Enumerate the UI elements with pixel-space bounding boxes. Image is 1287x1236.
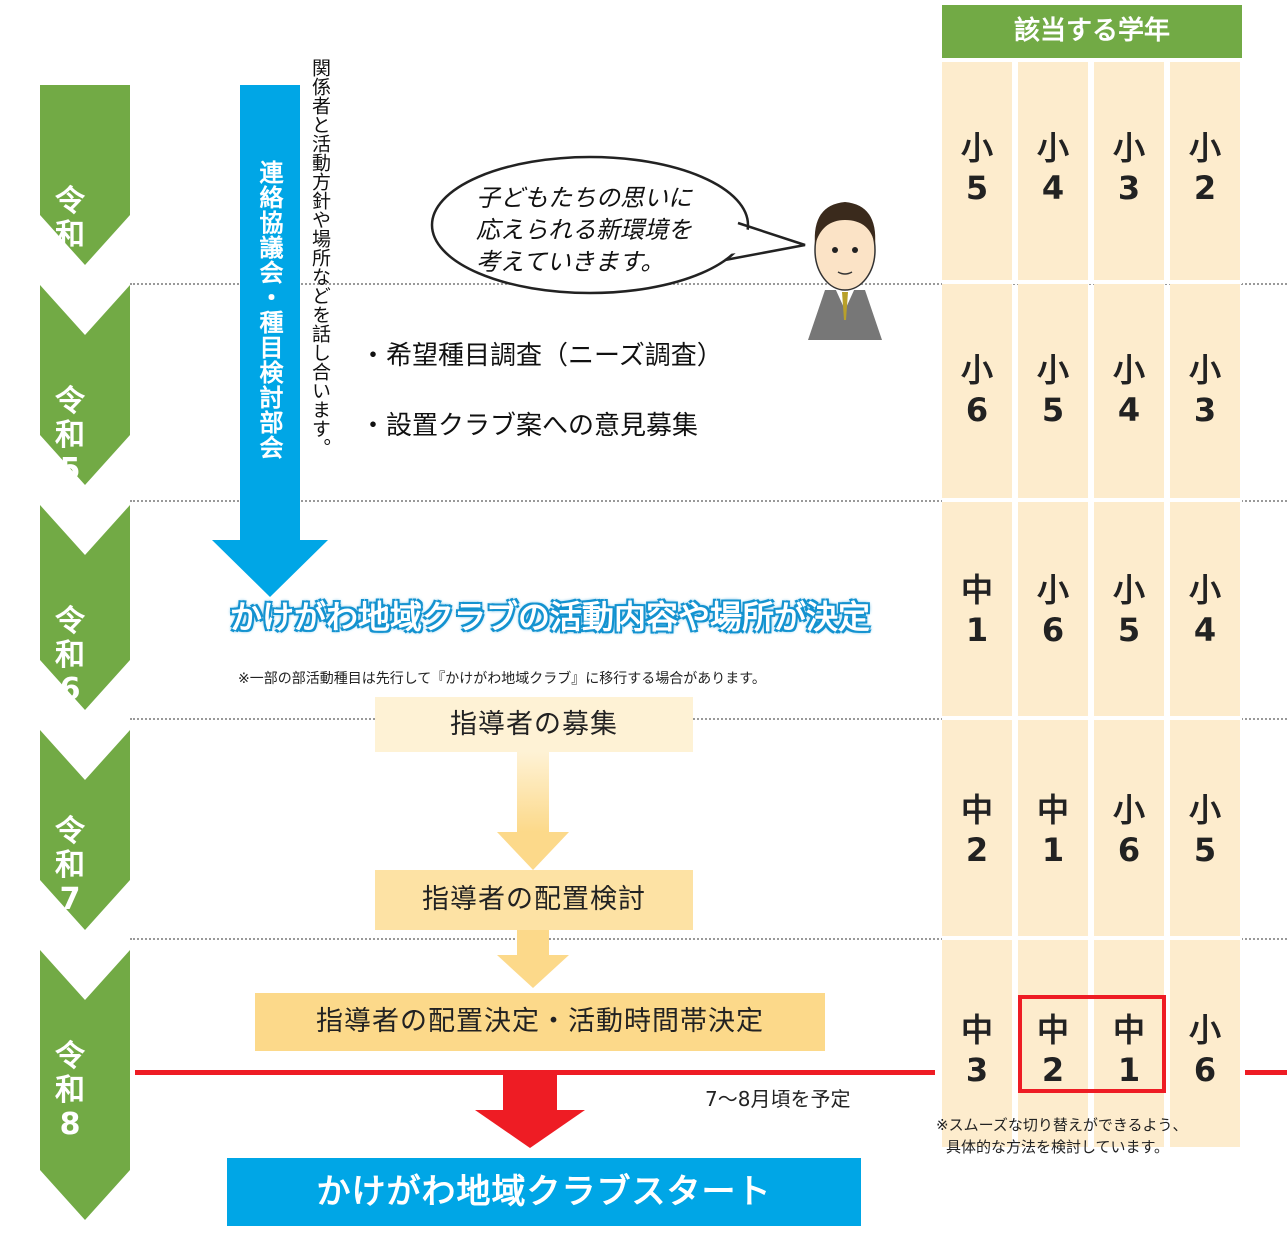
bullet-needs-survey: ・希望種目調査（ニーズ調査） xyxy=(360,341,723,371)
start-line-right xyxy=(1245,1070,1287,1075)
grid-row-divider xyxy=(942,716,1242,720)
speech-text: 子どもたちの思いに 応えられる新環境を 考えていきます。 xyxy=(476,184,692,276)
grade-cell: 中 1 xyxy=(1112,1011,1145,1089)
grade-cell: 中 1 xyxy=(1036,791,1069,869)
grade-note-line1: ※スムーズな切り替えができるよう、 xyxy=(936,1116,1188,1134)
grade-cell: 小 6 xyxy=(1112,791,1145,869)
step-placement-decision: 指導者の配置決定・活動時間帯決定 xyxy=(255,993,825,1051)
year-divider xyxy=(130,718,1287,720)
schedule-note: 7〜8月頃を予定 xyxy=(705,1087,851,1111)
grade-cell: 小 3 xyxy=(1112,129,1145,207)
grade-cell: 小 4 xyxy=(1188,571,1221,649)
council-label: 連絡協議会・種目検討部会 xyxy=(255,160,283,460)
year-divider xyxy=(130,938,1287,940)
grade-cell: 小 6 xyxy=(960,351,993,429)
step-recruit: 指導者の募集 xyxy=(375,697,693,752)
year-label-r6: 令 和 6 xyxy=(55,604,85,707)
red-down-arrow xyxy=(475,1072,585,1148)
year-label-r8: 令 和 8 xyxy=(55,1039,85,1142)
grade-column xyxy=(1018,62,1088,1147)
grade-cell: 小 5 xyxy=(1036,351,1069,429)
year-divider xyxy=(130,283,1287,285)
grade-cell: 中 2 xyxy=(1036,1011,1069,1089)
bullet-opinion-recruit: ・設置クラブ案への意見募集 xyxy=(360,411,699,441)
grid-row-divider xyxy=(942,498,1242,502)
decision-title: かけがわ地域クラブの活動内容や場所が決定 xyxy=(230,598,871,636)
year-label-r4: 令 和 4 xyxy=(55,184,85,287)
grade-cell: 小 6 xyxy=(1188,1011,1221,1089)
grade-note-line2: 具体的な方法を検討しています。 xyxy=(946,1138,1170,1156)
step-placement-review: 指導者の配置検討 xyxy=(375,870,693,930)
council-arrow xyxy=(212,85,328,597)
step-arrow xyxy=(497,752,569,870)
year-divider xyxy=(130,500,1287,502)
year-label-r7: 令 和 7 xyxy=(55,814,85,917)
teacher-illustration xyxy=(808,202,882,340)
partial-transition-note: ※一部の部活動種目は先行して『かけがわ地域クラブ』に移行する場合があります。 xyxy=(238,671,766,687)
grade-column xyxy=(1094,62,1164,1147)
grade-cell: 小 5 xyxy=(1112,571,1145,649)
grid-row-divider xyxy=(942,280,1242,284)
grade-cell: 小 2 xyxy=(1188,129,1221,207)
speech-bubble xyxy=(430,155,806,295)
grade-column xyxy=(942,62,1012,1147)
grade-cell: 小 5 xyxy=(960,129,993,207)
discussion-note: 関係者と活動方針や場所などを話し合います。 xyxy=(309,58,331,457)
grade-cell: 中 3 xyxy=(960,1011,993,1089)
grade-cell: 中 1 xyxy=(960,571,993,649)
highlight-box xyxy=(1018,995,1166,1093)
grade-column xyxy=(1170,62,1240,1147)
year-label-r5: 令 和 5 xyxy=(55,384,85,487)
grade-cell: 小 4 xyxy=(1112,351,1145,429)
club-start-banner: かけがわ地域クラブスタート xyxy=(227,1158,861,1226)
step-arrow xyxy=(497,930,569,988)
grade-cell: 中 2 xyxy=(960,791,993,869)
grade-cell: 小 5 xyxy=(1188,791,1221,869)
grade-cell: 小 3 xyxy=(1188,351,1221,429)
grid-row-divider xyxy=(942,936,1242,940)
grade-cell: 小 4 xyxy=(1036,129,1069,207)
year-chevrons xyxy=(40,85,130,1220)
grade-grid-header: 該当する学年 xyxy=(942,5,1242,58)
grade-cell: 小 6 xyxy=(1036,571,1069,649)
